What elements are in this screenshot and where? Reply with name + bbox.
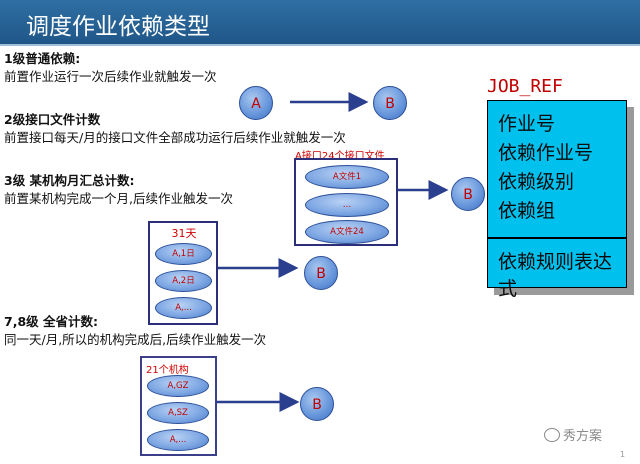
field-dep-group: 依赖组	[498, 200, 556, 222]
section-level2: 2级接口文件计数 前置接口每天/月的接口文件全部成功运行后续作业就触发一次	[4, 111, 346, 147]
orgs-box: 21个机构 A,GZ A,SZ A,...	[140, 356, 217, 456]
day-item: A,...	[155, 297, 212, 319]
field-dep-job-id: 依赖作业号	[498, 142, 594, 164]
field-dep-rule: 依赖规则表达式	[498, 251, 613, 300]
org-item: A,SZ	[147, 402, 209, 424]
section-desc: 前置作业运行一次后续作业就触发一次	[4, 69, 217, 84]
job-ref-title: JOB_REF	[487, 76, 563, 97]
org-item: A,GZ	[147, 375, 209, 397]
watermark: 秀方案	[544, 425, 602, 444]
section-heading: 3级 某机构月汇总计数:	[4, 173, 135, 188]
file-item: …	[305, 193, 389, 217]
file-item: A文件1	[305, 165, 389, 189]
node-b: B	[373, 86, 407, 120]
section-level3: 3级 某机构月汇总计数: 前置某机构完成一个月,后续作业触发一次	[4, 172, 233, 208]
wechat-icon	[544, 428, 560, 442]
field-dep-level: 依赖级别	[498, 171, 575, 193]
interface-files-box: A文件1 … A文件24	[294, 158, 398, 246]
page-title: 调度作业依赖类型	[26, 14, 210, 40]
node-a: A	[239, 86, 273, 120]
title-bar: 调度作业依赖类型	[0, 0, 640, 46]
box-label: 21个机构	[146, 365, 189, 376]
org-item: A,...	[147, 429, 209, 451]
section-heading: 2级接口文件计数	[4, 112, 101, 127]
node-b: B	[300, 387, 334, 421]
section-heading: 7,8级 全省计数:	[4, 314, 98, 329]
watermark-text: 秀方案	[563, 429, 603, 444]
page-number: 1	[620, 450, 626, 459]
file-item: A文件24	[305, 220, 389, 244]
section-desc: 前置接口每天/月的接口文件全部成功运行后续作业就触发一次	[4, 130, 346, 145]
box-label: 31天	[171, 227, 197, 240]
section-heading: 1级普通依赖:	[4, 51, 81, 66]
day-item: A,1日	[155, 243, 212, 265]
table-divider	[488, 237, 626, 239]
section-level1: 1级普通依赖: 前置作业运行一次后续作业就触发一次	[4, 50, 217, 86]
box-label: A接口24个接口文件	[295, 151, 385, 162]
day-item: A,2日	[155, 270, 212, 292]
node-b: B	[304, 256, 338, 290]
title-underline	[0, 44, 640, 46]
field-job-id: 作业号	[498, 113, 556, 135]
job-ref-table: 作业号 依赖作业号 依赖级别 依赖组 依赖规则表达式	[487, 100, 634, 300]
section-desc: 前置某机构完成一个月,后续作业触发一次	[4, 191, 233, 206]
section-desc: 同一天/月,所以的机构完成后,后续作业触发一次	[4, 332, 267, 347]
section-level78: 7,8级 全省计数: 同一天/月,所以的机构完成后,后续作业触发一次	[4, 313, 266, 349]
days-box: 31天 A,1日 A,2日 A,...	[148, 221, 218, 325]
node-b: B	[451, 177, 485, 211]
